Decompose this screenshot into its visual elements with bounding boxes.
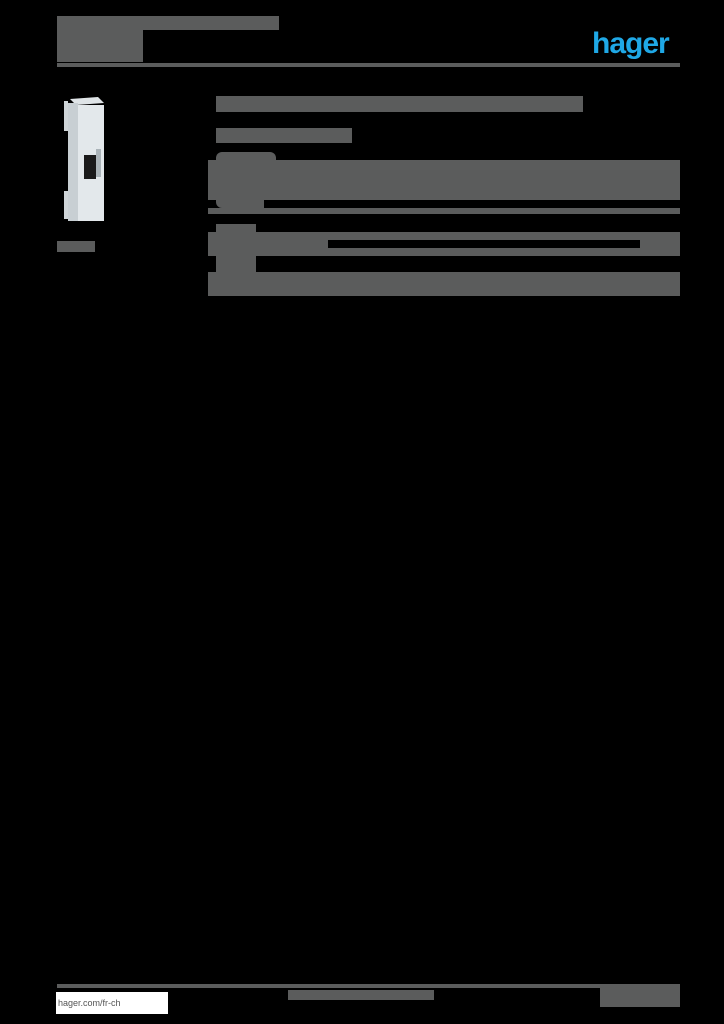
product-caption bbox=[57, 241, 95, 252]
footer-url-link[interactable]: hager.com/fr-ch bbox=[56, 992, 168, 1014]
header-divider bbox=[57, 63, 680, 67]
spec-row bbox=[208, 272, 680, 296]
footer-divider bbox=[57, 984, 680, 988]
footer-right-text bbox=[600, 985, 680, 1007]
title-line-3 bbox=[57, 42, 143, 62]
title-line-1 bbox=[57, 16, 279, 30]
product-subheading bbox=[216, 128, 352, 143]
hager-logo: hager bbox=[592, 27, 670, 60]
title-line-2 bbox=[57, 30, 143, 42]
spec-row bbox=[208, 208, 680, 214]
product-image bbox=[64, 97, 108, 225]
spacer bbox=[264, 200, 632, 208]
footer-center-text bbox=[288, 990, 434, 1000]
product-heading bbox=[216, 96, 583, 112]
spacer bbox=[328, 240, 640, 248]
spec-row bbox=[208, 160, 680, 200]
